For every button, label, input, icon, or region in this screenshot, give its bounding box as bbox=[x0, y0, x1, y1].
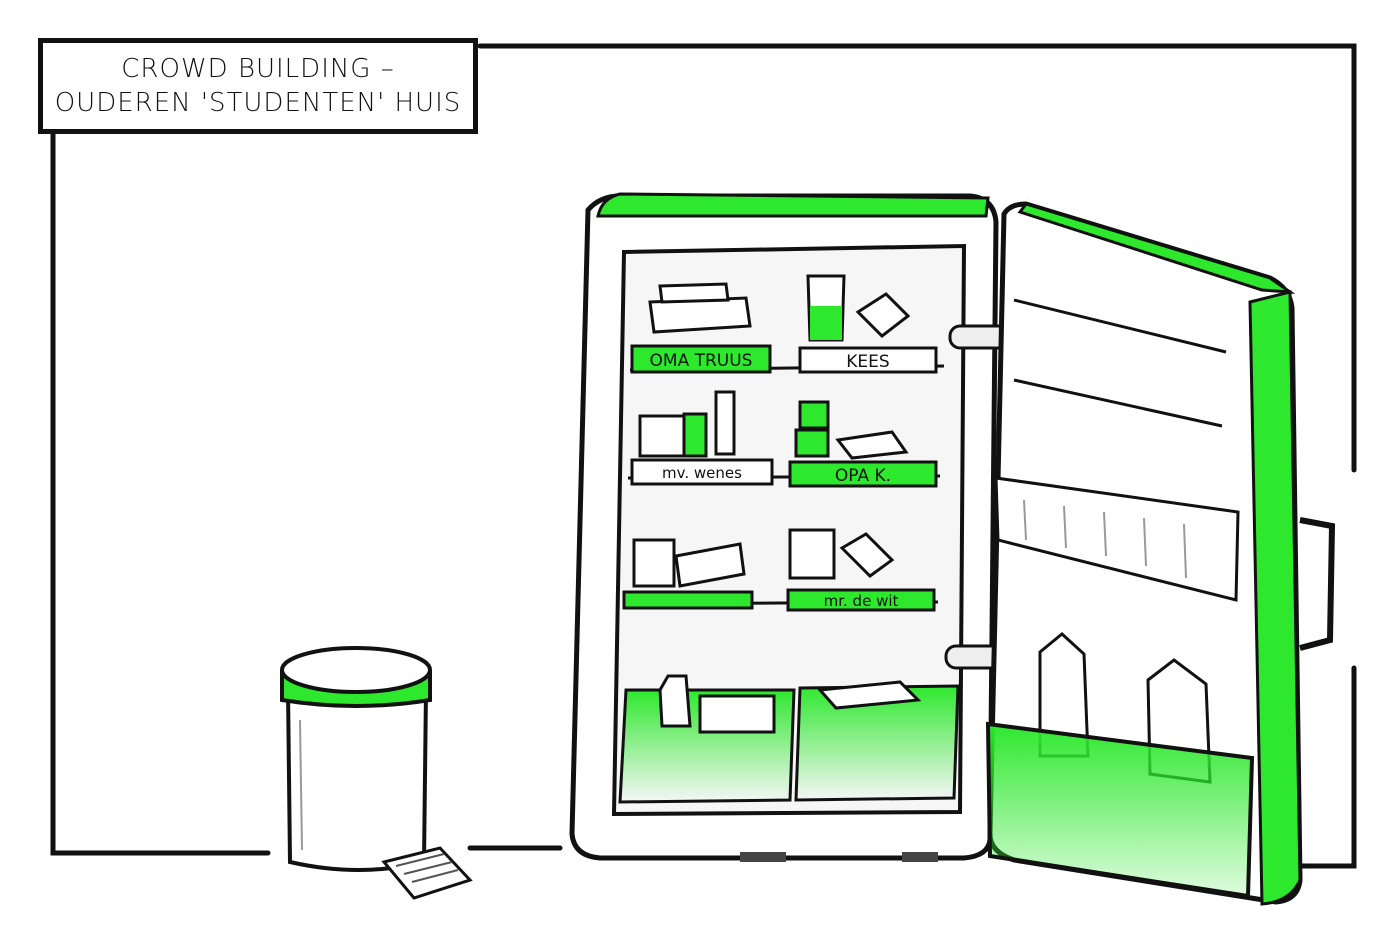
label-opa-k: OPA K. bbox=[788, 460, 938, 488]
label-mr-de-wit: mr. de wit bbox=[786, 588, 936, 612]
fridge-drawers bbox=[618, 674, 960, 804]
door-bin bbox=[985, 721, 1255, 899]
fridge-door bbox=[985, 201, 1336, 906]
food-containers-top bbox=[648, 274, 911, 342]
food-containers-lower bbox=[632, 528, 895, 588]
panel-border bbox=[50, 43, 1357, 869]
label-kees-text: KEES bbox=[846, 352, 889, 372]
label-oma-truus: OMA TRUUS bbox=[630, 344, 772, 374]
title-line-2: OUDEREN 'STUDENTEN' HUIS bbox=[54, 88, 462, 118]
title-line-1: CROWD BUILDING – bbox=[121, 54, 395, 84]
label-mr-de-wit-text: mr. de wit bbox=[824, 592, 899, 610]
label-unnamed bbox=[622, 590, 754, 610]
label-mv-wenes: mv. wenes bbox=[630, 458, 774, 486]
door-handle bbox=[1299, 517, 1336, 651]
label-kees: KEES bbox=[798, 346, 938, 374]
door-edge-stripe bbox=[1248, 290, 1302, 906]
label-mv-wenes-text: mv. wenes bbox=[662, 464, 742, 482]
trash-bin bbox=[280, 646, 473, 900]
bin-pedal bbox=[381, 846, 473, 900]
food-containers-middle bbox=[638, 390, 909, 460]
label-oma-truus-text: OMA TRUUS bbox=[650, 351, 753, 371]
label-opa-k-text: OPA K. bbox=[835, 466, 891, 486]
title-box: CROWD BUILDING – OUDEREN 'STUDENTEN' HUI… bbox=[38, 38, 478, 134]
fridge-top-stripe bbox=[596, 192, 990, 218]
